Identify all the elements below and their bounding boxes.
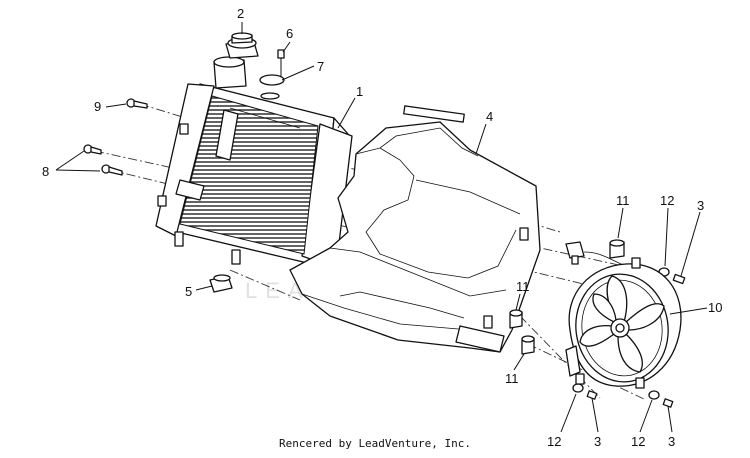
- callout-3-right: 3: [668, 434, 675, 449]
- callout-11-mid: 11: [516, 279, 530, 294]
- screw-3-right-part: [662, 398, 674, 408]
- callout-3-left: 3: [594, 434, 601, 449]
- callout-6: 6: [286, 26, 293, 41]
- callout-7: 7: [317, 59, 324, 74]
- callout-9: 9: [94, 99, 101, 114]
- grommet-part: [209, 274, 233, 293]
- small-bolt-part: [277, 49, 285, 78]
- callout-3-upper: 3: [697, 198, 704, 213]
- callout-12-upper: 12: [660, 193, 674, 208]
- render-credit: Rencered by LeadVenture, Inc.: [278, 437, 472, 450]
- callout-5: 5: [185, 284, 192, 299]
- fan-shroud-part: [289, 105, 541, 353]
- screw-3-upper-part: [672, 273, 686, 285]
- callout-12-left: 12: [547, 434, 561, 449]
- electric-fan-part: [565, 241, 682, 389]
- callout-8: 8: [42, 164, 49, 179]
- washer-12-left-part: [572, 383, 584, 393]
- washer-12-right-part: [648, 390, 660, 400]
- hose-clamp-part: [259, 74, 285, 100]
- screw-8-upper-part: [83, 144, 102, 155]
- leader-lines: [55, 22, 708, 433]
- screw-9-part: [126, 98, 148, 109]
- callout-11-upper: 11: [616, 193, 630, 208]
- grommet-11-upper-part: [609, 239, 625, 259]
- callout-11-lower: 11: [505, 371, 519, 386]
- callout-10: 10: [708, 300, 722, 315]
- screw-3-left-part: [586, 390, 598, 400]
- radiator-part: [155, 56, 353, 273]
- callout-12-right: 12: [631, 434, 645, 449]
- callout-2: 2: [237, 6, 244, 21]
- grommet-11-mid-part: [509, 309, 523, 329]
- callout-4: 4: [486, 109, 493, 124]
- screw-8-lower-part: [101, 164, 123, 176]
- grommet-11-lower-part: [521, 335, 535, 355]
- callout-labels: 2 6 7 9 1 4 8 5 11 12 3 11 10 11 12 3 12…: [42, 6, 722, 449]
- radiator-cap-part: [225, 32, 259, 59]
- callout-1: 1: [356, 84, 363, 99]
